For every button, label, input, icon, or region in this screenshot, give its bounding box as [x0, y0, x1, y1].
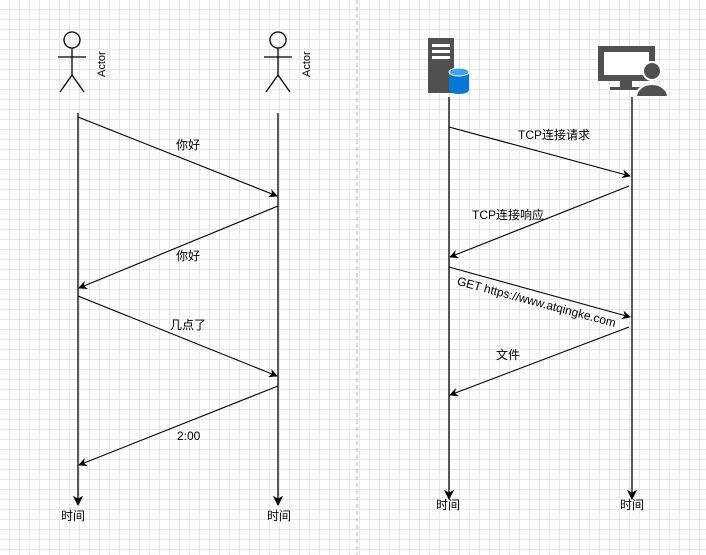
server-database-icon [428, 38, 470, 94]
message-arrow-4 [78, 385, 279, 467]
message-arrow-2 [78, 205, 279, 290]
actor-left-label: Actor [96, 51, 108, 77]
message-label-tcp-response: TCP连接响应 [472, 208, 545, 222]
message-label-4: 2:00 [177, 429, 201, 443]
message-label-3: 几点了 [170, 318, 207, 332]
computer-user-icon [598, 46, 670, 98]
actor-right-icon [264, 31, 292, 93]
message-arrow-tcp-response [449, 185, 630, 259]
message-label-2: 你好 [176, 249, 201, 263]
lifeline-label-server: 时间 [436, 498, 461, 512]
lifeline-label-client: 时间 [620, 498, 645, 512]
message-arrow-tcp-request [448, 126, 631, 179]
message-label-tcp-request: TCP连接请求 [518, 128, 591, 142]
actor-right-label: Actor [301, 51, 313, 77]
lifeline-label-actor-right: 时间 [267, 509, 292, 523]
lifeline-label-actor-left: 时间 [61, 509, 86, 523]
message-label-file: 文件 [496, 348, 521, 362]
message-arrow-file [449, 326, 630, 397]
actor-left-icon [58, 31, 86, 93]
message-arrow-3 [77, 295, 278, 378]
message-arrow-1 [77, 116, 278, 198]
message-arrow-get [448, 266, 631, 320]
message-label-1: 你好 [176, 138, 201, 152]
